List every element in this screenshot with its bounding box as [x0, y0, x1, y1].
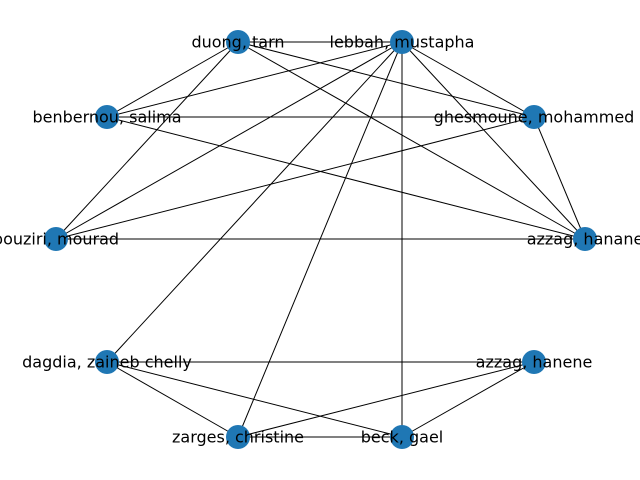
graph-node	[226, 425, 250, 449]
edge-n1-n4	[55, 41, 403, 240]
node-label: ghesmoune, mohammed	[434, 108, 635, 127]
edge-n7-n8	[237, 361, 535, 438]
nodes-layer	[44, 30, 597, 449]
edge-n0-n2	[106, 41, 239, 118]
graph-node	[522, 105, 546, 129]
node-label: lebbah, mustapha	[330, 33, 475, 52]
graph-node	[390, 425, 414, 449]
node-label: beck, gael	[361, 428, 443, 447]
graph-node	[226, 30, 250, 54]
edges-layer	[55, 41, 586, 438]
node-label: duong, tarn	[191, 33, 284, 52]
node-label: dagdia, zaineb chelly	[22, 353, 192, 372]
edge-n3-n4	[55, 116, 535, 240]
edge-n1-n2	[106, 41, 403, 118]
edge-n0-n5	[237, 41, 586, 240]
edge-n1-n6	[106, 41, 403, 363]
labels-layer: duong, tarn lebbah, mustapha benbernou, sa…	[0, 33, 640, 447]
graph-node	[573, 227, 597, 251]
edge-n3-n5	[533, 116, 586, 240]
edge-n6-n8	[106, 361, 239, 438]
node-label: azzag, hanene	[476, 353, 593, 372]
graph-node	[95, 350, 119, 374]
graph-node	[522, 350, 546, 374]
graph-node	[44, 227, 68, 251]
node-label: bouziri, mourad	[0, 230, 119, 249]
edge-n6-n9	[106, 361, 403, 438]
edge-n0-n4	[55, 41, 239, 240]
edge-n7-n9	[401, 361, 535, 438]
node-label: zarges, christine	[172, 428, 304, 447]
node-label: azzag, hanane	[527, 230, 640, 249]
graph-node	[390, 30, 414, 54]
node-label: benbernou, salima	[32, 108, 181, 127]
edge-n1-n5	[401, 41, 586, 240]
graph-node	[95, 105, 119, 129]
edge-n1-n3	[401, 41, 535, 118]
edge-n2-n5	[106, 116, 586, 240]
